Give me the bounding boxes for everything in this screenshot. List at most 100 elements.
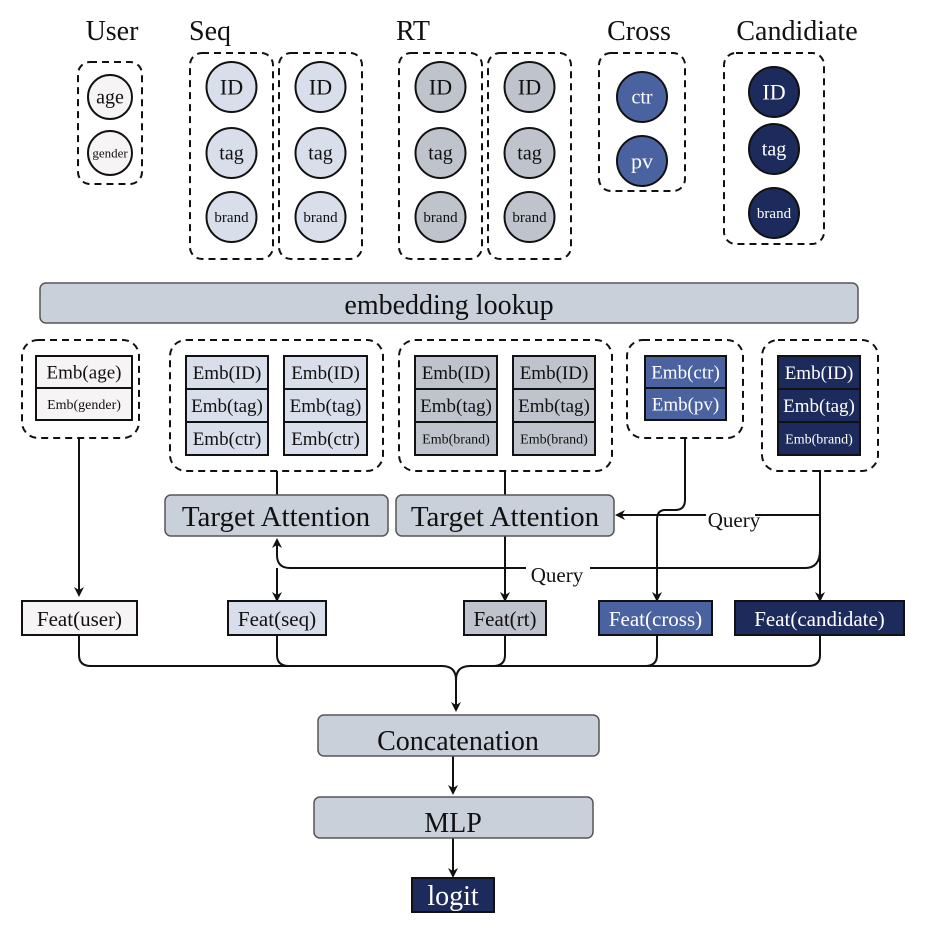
embedding-lookup-label: embedding lookup	[344, 290, 553, 321]
target-attention-1: Target Attention	[164, 494, 389, 537]
feature-node-rt-id	[414, 61, 467, 113]
embedding-cell	[777, 355, 861, 390]
concatenation-block: Concatenation	[317, 714, 600, 757]
embedding-cell	[185, 355, 269, 390]
embedding-group-candidate: Emb(ID) Emb(tag) Emb(brand)	[761, 339, 879, 472]
feature-node-label: tag	[762, 139, 786, 161]
feature-node-rt-id	[503, 61, 556, 113]
mlp-block: MLP	[313, 796, 594, 839]
feature-node-cross-pv	[616, 135, 668, 187]
embedding-cell-label: Emb(ID)	[193, 363, 262, 384]
embedding-cell-label: Emb(pv)	[652, 395, 720, 416]
feature-box-seq-rect	[227, 600, 327, 636]
embedding-cell-label: Emb(tag)	[420, 396, 492, 417]
embedding-lookup-box	[39, 282, 859, 324]
feature-boxes: Feat(user) Feat(seq) Feat(rt) Feat(cross) Fe…	[21, 600, 905, 636]
feature-node-label: ID	[220, 74, 243, 99]
feature-node-seq-brand	[294, 191, 347, 243]
feature-node-label: ID	[518, 74, 541, 99]
input-group-rt-container	[398, 52, 483, 260]
embedding-group-seq: Emb(ID) Emb(tag) Emb(ctr) Emb(ID) Emb(tag) Em…	[169, 339, 384, 472]
edge-query-to-attention1	[277, 540, 821, 569]
feature-box-label: Feat(cross)	[609, 607, 702, 631]
target-attention-2-label: Target Attention	[411, 501, 600, 533]
feature-node-label: brand	[303, 210, 338, 226]
group-title-seq: Seq	[189, 16, 231, 47]
feature-node-label: tag	[308, 143, 332, 165]
feature-box-user: Feat(user)	[21, 600, 138, 636]
mlp-label: MLP	[424, 808, 482, 839]
embedding-cell	[283, 388, 368, 423]
embedding-cell-label: Emb(ctr)	[193, 429, 262, 450]
embedding-cell	[185, 421, 269, 456]
embedding-cell-label: Emb(tag)	[783, 396, 855, 417]
embedding-cell-label: Emb(ID)	[520, 363, 589, 384]
feature-node-rt-brand	[414, 191, 467, 243]
feature-node-label: brand	[757, 206, 792, 222]
embedding-cell-label: Emb(tag)	[191, 396, 263, 417]
embedding-cell	[414, 421, 498, 456]
feature-node-label: tag	[219, 143, 243, 165]
feature-box-cross-rect	[598, 600, 713, 636]
embedding-cell-label: Emb(brand)	[785, 432, 853, 447]
embedding-cell	[283, 355, 368, 390]
input-group-seq-container	[278, 52, 363, 260]
query-label-attention2: Query	[708, 508, 761, 532]
target-attention-2-box	[395, 494, 615, 537]
target-attention-2: Target Attention	[395, 494, 615, 537]
embedding-cell	[644, 355, 727, 389]
feature-box-rt: Feat(rt)	[463, 600, 547, 636]
embedding-cell	[644, 387, 727, 421]
group-title-cross: Cross	[607, 16, 671, 47]
feature-box-label: Feat(seq)	[238, 607, 316, 631]
concatenation-label: Concatenation	[377, 726, 539, 757]
feature-node-label: brand	[214, 210, 249, 226]
feature-node-label: pv	[631, 148, 653, 173]
embedding-cell-label: Emb(brand)	[520, 432, 588, 447]
embedding-cell-label: Emb(ctr)	[291, 429, 360, 450]
feature-node-rt-tag	[503, 127, 556, 179]
feature-node-user-age	[87, 74, 133, 120]
feature-node-candidate-tag	[748, 123, 800, 175]
embedding-cell-label: Emb(tag)	[290, 396, 362, 417]
group-title-candidate: Candidiate	[736, 16, 857, 47]
feature-node-label: ID	[762, 79, 785, 104]
logit-block: logit	[411, 877, 495, 913]
edge-feat-rt-merge	[492, 636, 506, 667]
feature-node-user-gender	[87, 130, 133, 176]
edge-feat-cross-merge	[644, 636, 658, 667]
feature-node-seq-brand	[205, 191, 258, 243]
feature-box-rt-rect	[463, 600, 547, 636]
embedding-cell	[35, 355, 133, 389]
feature-node-label: ID	[309, 74, 332, 99]
embedding-cell-label: Emb(gender)	[47, 398, 121, 413]
feature-node-candidate-brand	[748, 187, 800, 239]
feature-box-label: Feat(candidate)	[754, 607, 885, 631]
edge-feat-seq-merge	[276, 636, 290, 667]
embedding-group-cross: Emb(ctr)Emb(pv)	[626, 339, 744, 439]
query-label-attention1: Query	[531, 563, 584, 587]
feature-node-label: brand	[512, 210, 547, 226]
feature-node-label: brand	[423, 210, 458, 226]
edge-feat-candidate-merge	[451, 636, 821, 712]
feature-node-cross-ctr	[616, 71, 668, 123]
feature-node-rt-tag	[414, 127, 467, 179]
embedding-cell	[35, 387, 133, 421]
feature-node-candidate-id	[748, 66, 800, 118]
embedding-cell	[283, 421, 368, 456]
embedding-cell-label: Emb(ID)	[785, 363, 854, 384]
group-title-user: User	[86, 16, 140, 47]
embedding-group-candidate-container	[761, 339, 879, 472]
input-group-titles: User Seq RT Cross Candidiate	[86, 16, 858, 47]
embedding-lookup-block: embedding lookup	[39, 282, 859, 324]
logit-label: logit	[427, 881, 479, 912]
embedding-cell-label: Emb(ID)	[291, 363, 360, 384]
embedding-group-user: Emb(age)Emb(gender)	[21, 339, 140, 439]
feature-node-seq-id	[205, 61, 258, 113]
embedding-cell	[777, 421, 861, 456]
target-attention-1-label: Target Attention	[182, 501, 371, 533]
